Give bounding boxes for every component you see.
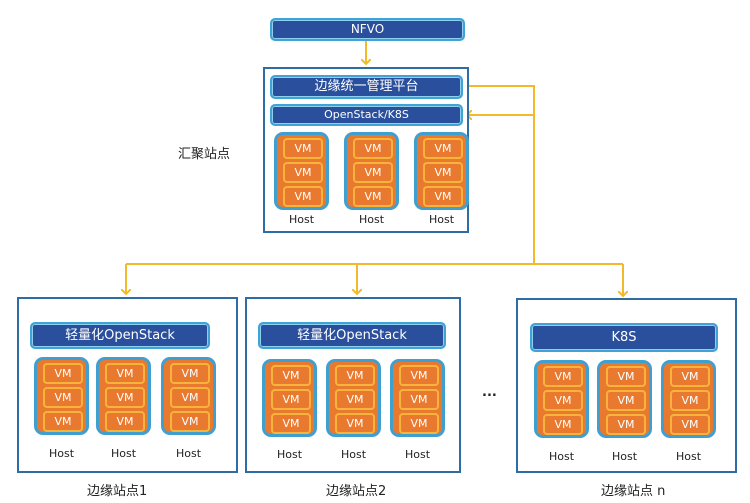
vm-block: VM [399,413,439,434]
aggregation-infra-bar: OpenStack/K8S [270,104,463,126]
vm-block: VM [170,363,210,384]
vm-block: VM [423,186,463,207]
vm-block: VM [606,366,646,387]
host-stack: VM VM VM [96,357,151,435]
nfvo-bar: NFVO [270,18,465,41]
vm-block: VM [606,390,646,411]
host-stack: VM VM VM [534,360,589,438]
host-label: Host [276,448,303,461]
host-stack: VM VM VM [390,359,445,437]
vm-block: VM [43,411,83,432]
edge-site-1-infra-bar: 轻量化OpenStack [30,322,210,349]
vm-block: VM [170,387,210,408]
mgmt-platform-bar: 边缘统一管理平台 [270,75,463,99]
host-stack: VM VM VM [262,359,317,437]
vm-block: VM [606,414,646,435]
vm-block: VM [670,414,710,435]
host-label: Host [110,447,137,460]
host-stack: VM VM VM [161,357,216,435]
host-stack: VM VM VM [661,360,716,438]
vm-block: VM [423,138,463,159]
vm-block: VM [335,365,375,386]
vm-block: VM [353,138,393,159]
vm-block: VM [399,389,439,410]
vm-block: VM [170,411,210,432]
host-stack: VM VM VM [274,132,329,210]
vm-block: VM [335,413,375,434]
host-label: Host [404,448,431,461]
vm-block: VM [271,389,311,410]
vm-block: VM [105,363,145,384]
mgmt-to-trunk-line [463,85,535,264]
aggregation-site-label: 汇聚站点 [178,147,231,162]
vm-block: VM [43,363,83,384]
vm-block: VM [423,162,463,183]
vm-block: VM [43,387,83,408]
host-stack: VM VM VM [344,132,399,210]
host-label: Host [48,447,75,460]
edge-site-2-infra-bar: 轻量化OpenStack [258,322,446,349]
vm-block: VM [105,387,145,408]
vm-block: VM [543,390,583,411]
host-stack: VM VM VM [414,132,469,210]
vm-block: VM [271,413,311,434]
edge-site-n-infra-bar: K8S [530,323,718,352]
host-label: Host [611,450,638,463]
vm-block: VM [335,389,375,410]
vm-block: VM [670,366,710,387]
host-label: Host [548,450,575,463]
vm-block: VM [283,138,323,159]
vm-block: VM [353,162,393,183]
host-stack: VM VM VM [597,360,652,438]
host-stack: VM VM VM [34,357,89,435]
more-sites-ellipsis: ... [482,385,497,400]
vm-block: VM [353,186,393,207]
vm-block: VM [399,365,439,386]
host-label: Host [175,447,202,460]
vm-block: VM [670,390,710,411]
host-label: Host [358,213,385,226]
edge-site-n-label: 边缘站点 n [601,484,666,499]
vm-block: VM [283,162,323,183]
host-label: Host [428,213,455,226]
host-label: Host [340,448,367,461]
host-label: Host [675,450,702,463]
vm-block: VM [105,411,145,432]
vm-block: VM [543,366,583,387]
vm-block: VM [271,365,311,386]
edge-site-2-label: 边缘站点2 [326,484,387,499]
vm-block: VM [543,414,583,435]
edge-site-1-label: 边缘站点1 [87,484,148,499]
vm-block: VM [283,186,323,207]
host-stack: VM VM VM [326,359,381,437]
host-label: Host [288,213,315,226]
